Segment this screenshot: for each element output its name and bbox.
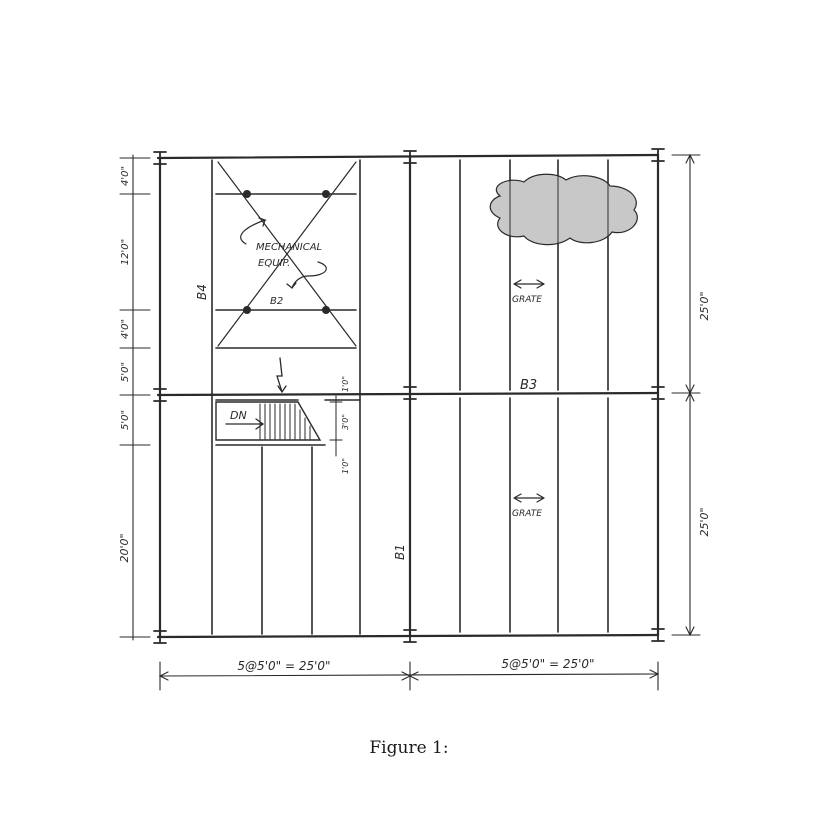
stair-hatching	[259, 403, 311, 440]
support-dot-2	[322, 190, 330, 198]
equipment-support-dots	[243, 190, 330, 314]
floor-framing-plan: MECHANICAL EQUIP. B2 B4 DN B3 B1 GRATE G…	[118, 148, 711, 691]
grate-arrow-upper	[513, 279, 545, 289]
column-se	[651, 628, 665, 642]
column-markers	[153, 148, 665, 644]
left-bay-beams	[211, 159, 361, 635]
equip-leader-1	[240, 217, 267, 245]
column-ne	[651, 148, 665, 162]
support-dot-3	[243, 306, 251, 314]
south-girder	[156, 633, 660, 639]
grate-upper-label: GRATE	[512, 295, 542, 305]
middle-girder-b3	[156, 391, 660, 397]
figure-caption: Figure 1:	[369, 738, 449, 758]
right-arrow-mid-down	[685, 391, 695, 402]
north-girder	[156, 153, 660, 160]
bottom-arrow-right	[649, 669, 660, 679]
column-n-mid	[403, 150, 417, 164]
right-arrow-top	[685, 153, 695, 164]
column-center	[403, 386, 417, 400]
support-dot-4	[322, 306, 330, 314]
stair-dimension-string	[329, 395, 343, 457]
bottom-dimension-string	[158, 661, 660, 691]
equip-diagonal-2	[217, 161, 357, 347]
right-dimension-string	[671, 153, 701, 637]
mechanical-equip-label-line1: MECHANICAL	[256, 242, 322, 253]
stair-dim-1: 1'0"	[341, 376, 350, 392]
bottom-arrow-mid-right	[408, 671, 419, 681]
stair-down-arrow	[225, 418, 265, 430]
beam-b1-label: B1	[393, 544, 407, 560]
bottom-dim-left: 5@5'0" = 25'0"	[237, 659, 330, 673]
mechanical-equip-label-line2: EQUIP.	[258, 258, 290, 269]
stair-dim-2: 3'0"	[341, 414, 350, 430]
bottom-dim-right: 5@5'0" = 25'0"	[501, 657, 594, 671]
plan-drawing	[119, 148, 701, 691]
left-dim-2: 12'0"	[120, 239, 131, 265]
beam-b4-label: B4	[195, 284, 209, 300]
left-dim-3: 4'0"	[120, 319, 131, 339]
column-s-mid	[403, 629, 417, 643]
right-arrow-bottom	[685, 626, 695, 637]
left-dim-4: 5'0"	[120, 362, 131, 382]
column-w-mid	[153, 388, 167, 402]
column-nw	[153, 151, 167, 165]
beam-b3-label: B3	[520, 378, 537, 393]
mechanical-equipment-x	[217, 161, 357, 347]
grate-arrow-lower	[513, 493, 545, 503]
shaded-cloud	[489, 173, 638, 246]
column-e-mid	[651, 386, 665, 400]
left-dim-5: 5'0"	[120, 410, 131, 430]
grate-lower-label: GRATE	[512, 509, 542, 519]
support-dot-1	[243, 190, 251, 198]
left-dim-1: 4'0"	[120, 166, 131, 186]
plan-labels: MECHANICAL EQUIP. B2 B4 DN B3 B1 GRATE G…	[118, 166, 711, 673]
beam-b2-label: B2	[270, 296, 283, 307]
bottom-arrow-left	[158, 671, 169, 681]
span-direction-arrow	[276, 357, 287, 394]
stair-outline	[215, 401, 322, 441]
equip-leader-2	[286, 261, 327, 290]
right-dim-lower: 25'0"	[698, 507, 711, 536]
left-dim-6: 20'0"	[118, 533, 131, 562]
right-dim-upper: 25'0"	[698, 291, 711, 320]
left-dimension-string	[119, 154, 151, 641]
stair-dim-3: 1'0"	[341, 458, 350, 474]
column-sw	[153, 630, 167, 644]
stair-dn-label: DN	[230, 409, 247, 422]
